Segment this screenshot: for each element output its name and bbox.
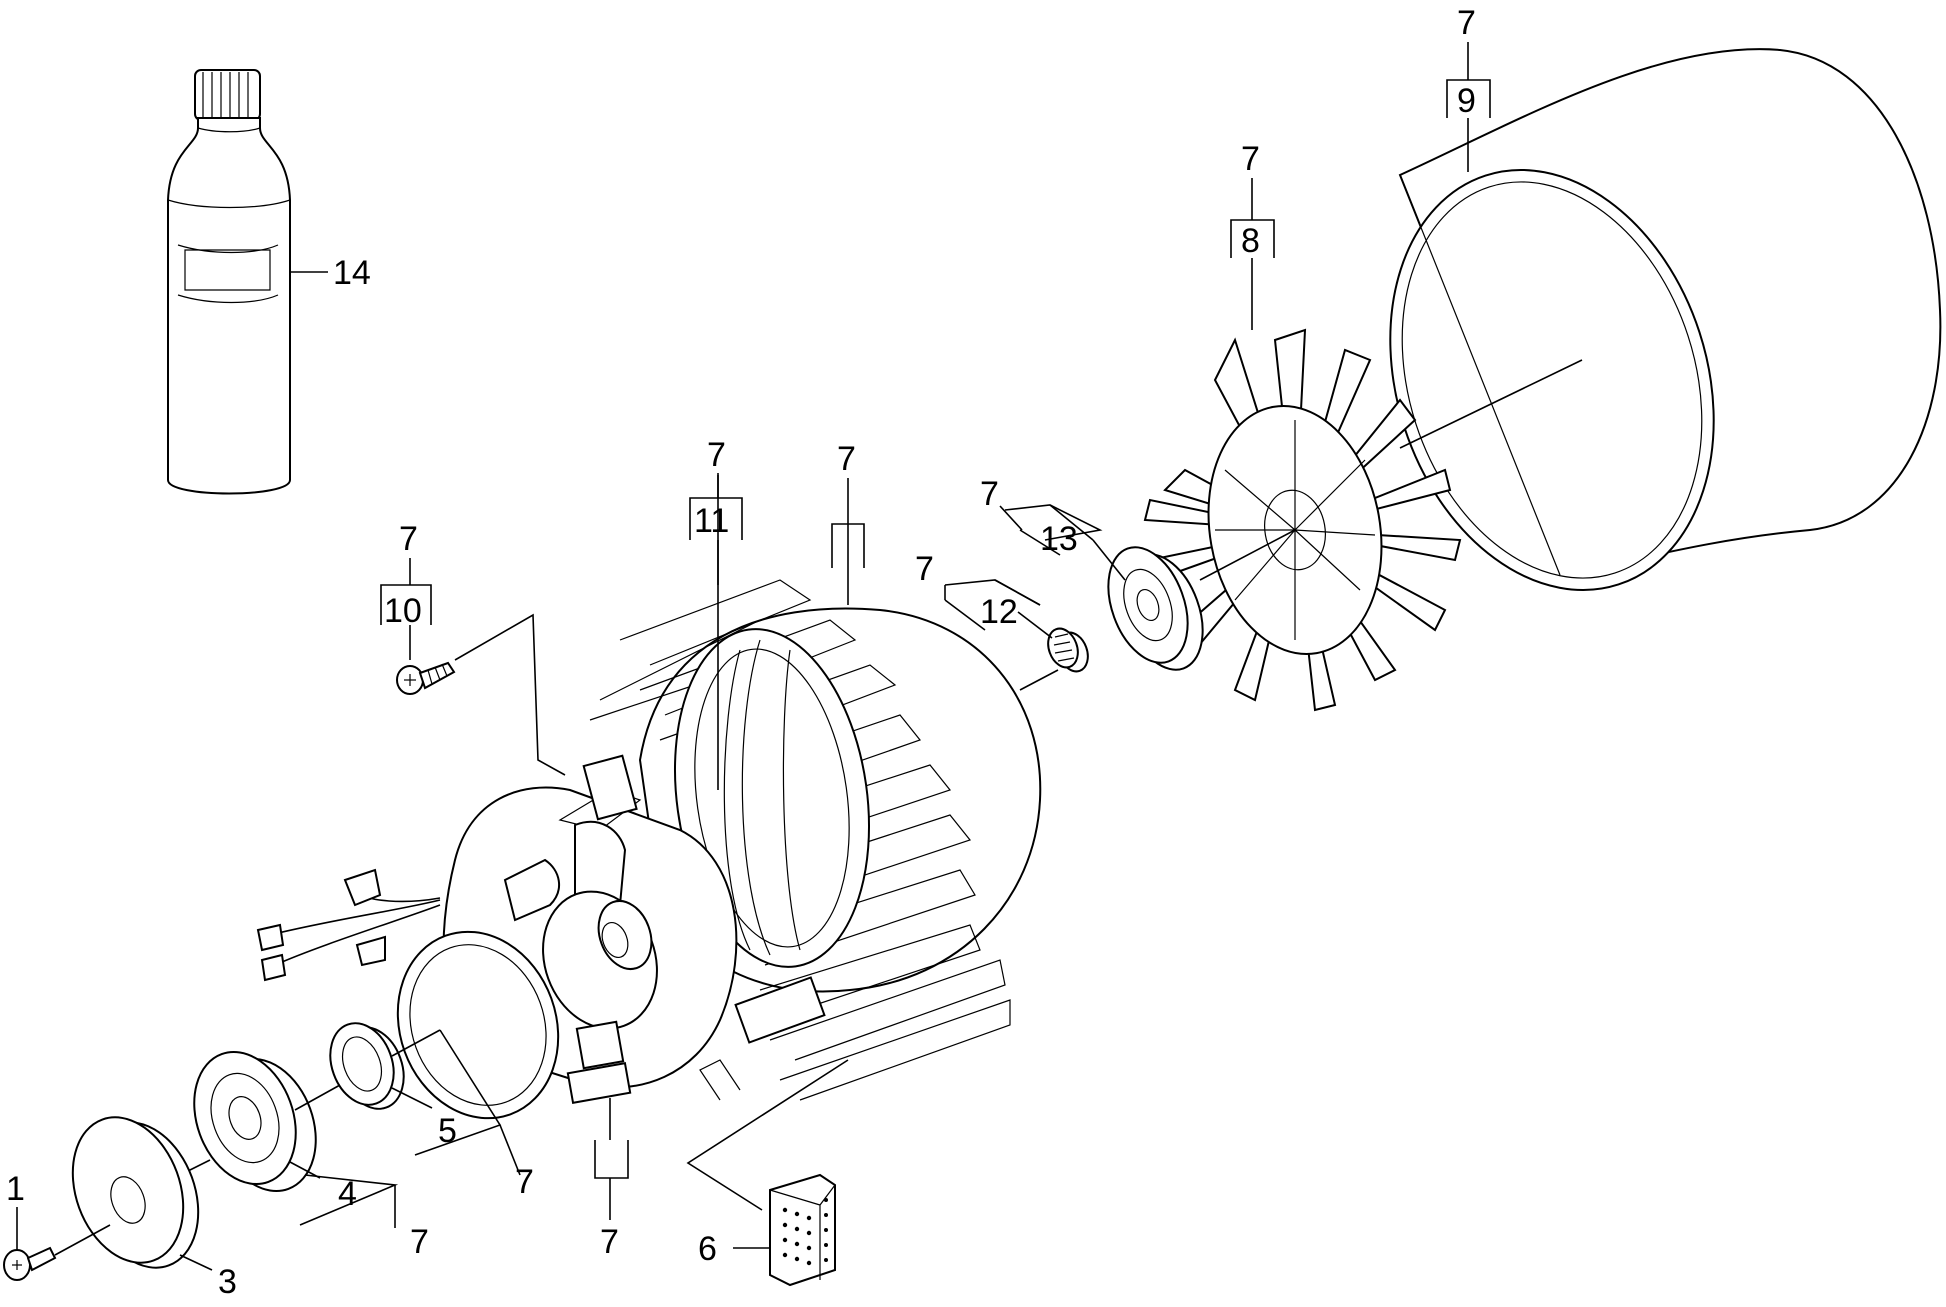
callout-7-stator: 7 [707,436,726,474]
kit-bracket-8 [1230,178,1275,258]
carbon-brush-6-part [769,1173,836,1287]
callout-7-seal5: 7 [515,1163,534,1201]
callout-6: 6 [698,1230,717,1268]
callout-7-bearing13: 7 [980,475,999,513]
kit-bracket-4 [299,1174,399,1228]
callout-7-bearing4: 7 [410,1223,429,1261]
seal-5-part [329,1022,405,1110]
motor-housing-part [1389,48,1942,592]
callout-10: 10 [384,592,422,630]
callout-9: 9 [1457,82,1476,120]
kit-bracket-11 [689,473,743,790]
screw-10-part [396,661,456,695]
callout-7-fan: 7 [1241,140,1260,178]
callout-14: 14 [333,254,371,292]
callout-8: 8 [1241,222,1260,260]
callout-4: 4 [338,1175,357,1213]
oil-bottle-part [167,69,291,495]
kit-bracket-9 [1446,42,1491,118]
kit-bracket-10 [380,558,432,660]
callout-7-bottom: 7 [600,1223,619,1261]
kit-bracket-12 [944,579,1041,631]
callout-7-gear12: 7 [915,550,934,588]
callout-11: 11 [694,502,729,540]
kit-bracket-bottom [594,1098,629,1220]
screw-1-part [3,1246,57,1281]
fan-wheel-part [1143,328,1462,712]
callout-7-fins: 7 [837,440,856,478]
gear-12-part [1047,627,1089,673]
callout-7-top: 7 [1457,4,1476,42]
bearing-13-part [1107,546,1204,671]
callout-7-screw10: 7 [399,520,418,558]
kit-bracket-stator [831,478,865,605]
callout-1: 1 [6,1170,25,1208]
callout-12: 12 [980,593,1018,631]
kit-bracket-13 [999,504,1103,556]
callout-13: 13 [1040,520,1078,558]
callout-5: 5 [438,1112,457,1150]
callout-3: 3 [218,1263,237,1301]
end-shield-part [396,754,826,1120]
bearing-4-part [193,1051,317,1192]
kit-bracket-5 [414,1029,521,1176]
brush-wires-part [256,868,441,982]
cap-3-part [71,1116,200,1269]
